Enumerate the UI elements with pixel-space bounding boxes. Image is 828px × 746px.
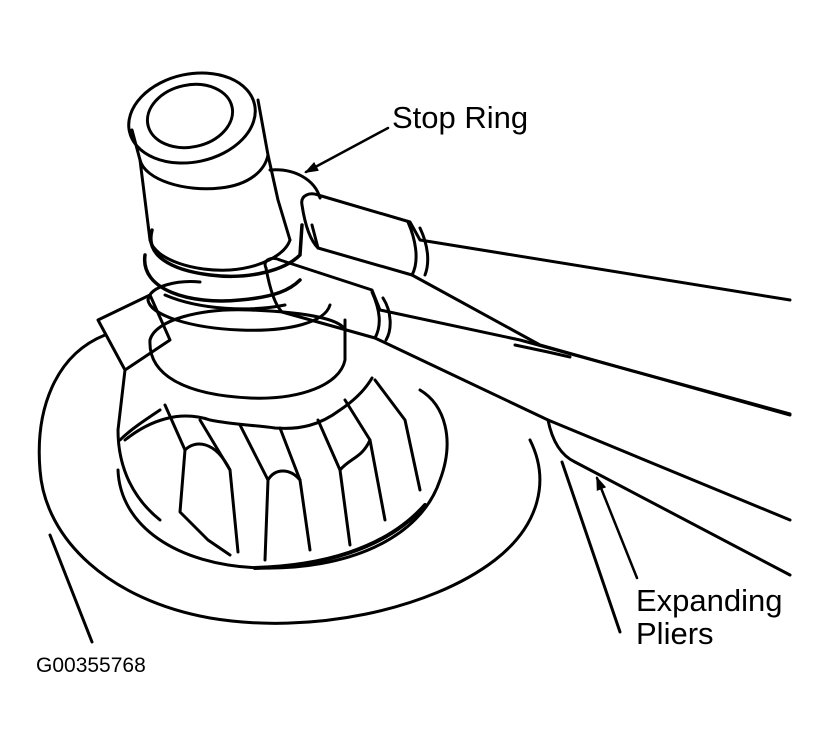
- stop-ring-upper: [149, 223, 304, 279]
- gear-tooth: [198, 418, 240, 554]
- housing-right-edge: [560, 460, 622, 634]
- stop-ring-leader: [304, 126, 390, 174]
- pinion-gear: [96, 293, 422, 562]
- expanding-pliers-label-line2: Pliers: [636, 616, 714, 651]
- pliers-upper-ridges: [406, 220, 430, 277]
- housing-outer-arc: [37, 333, 542, 625]
- shaft-body-left: [130, 128, 152, 242]
- gear-tooth-arcs: [183, 438, 372, 482]
- shaft-end-inner: [145, 82, 235, 150]
- gear-tooth: [278, 426, 312, 552]
- shaft-body-right: [256, 98, 292, 242]
- expanding-pliers-label-line1: Expanding: [636, 583, 783, 618]
- pliers-upper-jaw: [300, 192, 792, 302]
- pliers-upper-jaw-lower: [300, 203, 792, 417]
- pliers-lower-jaw-rear: [546, 418, 792, 577]
- housing-inner-opening: [116, 388, 449, 570]
- armature-shaft: [127, 71, 347, 400]
- gear-tooth: [238, 423, 270, 562]
- pliers-upper-jaw-tip: [310, 223, 320, 250]
- pliers-handle-seam: [513, 343, 572, 359]
- shaft-collar-lower-top: [148, 308, 347, 342]
- stop-ring-back: [268, 168, 322, 200]
- shaft-collar-lower: [148, 318, 347, 400]
- gear-tooth: [373, 378, 422, 492]
- gear-tooth: [96, 293, 172, 372]
- figure-id-label: G00355768: [36, 654, 146, 677]
- gear-tooth-top: [123, 376, 374, 442]
- housing: [37, 333, 622, 644]
- expanding-pliers: [263, 192, 792, 577]
- shaft-body-bottom: [148, 238, 292, 272]
- pliers-lower-ridges: [370, 290, 392, 342]
- gear-tooth: [118, 408, 162, 442]
- shaft-collar-upper-top: [146, 280, 202, 302]
- gear-tooth: [116, 368, 162, 522]
- expanding-pliers-leader: [595, 476, 639, 580]
- gear-tooth: [163, 403, 232, 557]
- pliers-lower-jaw-under: [264, 266, 792, 522]
- shaft-shoulder: [138, 153, 270, 191]
- stop-ring-lower: [143, 253, 302, 303]
- stop-ring-label: Stop Ring: [392, 100, 529, 135]
- stop-ring-lower-inner: [163, 293, 287, 311]
- housing-left-edge: [48, 533, 94, 644]
- gear-tooth: [316, 418, 352, 547]
- housing-opening-rim-thick: [253, 503, 427, 570]
- shaft-collar-upper: [146, 298, 332, 332]
- shaft-end-outer: [127, 71, 257, 165]
